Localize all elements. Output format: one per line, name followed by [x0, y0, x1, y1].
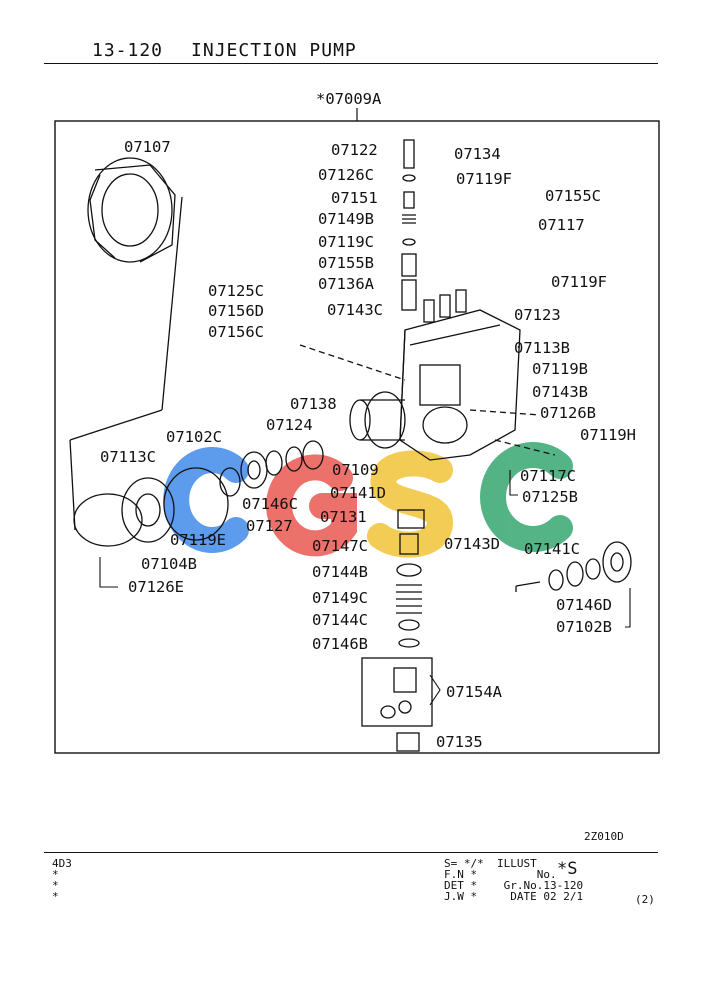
- header-rule: [44, 63, 658, 64]
- drawing-code: 2Z010D: [584, 830, 624, 843]
- part-label-07119e: 07119E: [170, 531, 226, 549]
- part-label-07146b: 07146B: [312, 635, 368, 653]
- footer-right-line: J.W * DATE 02 2/1: [444, 890, 584, 903]
- part-label-07123: 07123: [514, 306, 561, 324]
- assembly-label: *07009A: [316, 90, 382, 108]
- watermark-letter-s: [367, 450, 454, 558]
- footer-right-line: S= */* ILLUST: [444, 857, 537, 870]
- part-label-07146d: 07146D: [556, 596, 612, 614]
- label-brackets: [99, 470, 631, 706]
- gasket-drawing: [73, 493, 143, 547]
- front-housing-drawing: [87, 157, 176, 263]
- footer-rule: [44, 852, 658, 853]
- part-label-07147c: 07147C: [312, 537, 368, 555]
- part-label-07119f: 07119F: [551, 273, 607, 291]
- part-label-07135: 07135: [436, 733, 483, 751]
- part-label-07124: 07124: [266, 416, 313, 434]
- part-label-07117: 07117: [538, 216, 585, 234]
- illust-number: *S: [557, 859, 578, 879]
- page-header: 13-120 INJECTION PUMP: [92, 40, 385, 61]
- part-label-07146c: 07146C: [242, 495, 298, 513]
- part-label-07143c: 07143C: [327, 301, 383, 319]
- part-label-07141c: 07141C: [524, 540, 580, 558]
- delivery-valve-drawing: [401, 139, 417, 311]
- part-label-07119h: 07119H: [580, 426, 636, 444]
- part-label-07149b: 07149B: [318, 210, 374, 228]
- part-label-07127: 07127: [246, 517, 293, 535]
- part-label-07155c: 07155C: [545, 187, 601, 205]
- watermark-letter-c: [163, 447, 249, 553]
- part-label-07125c: 07125C: [208, 282, 264, 300]
- footer-left-line: 4D3: [52, 857, 72, 870]
- footer-right-line: DET * Gr.No.13-120: [444, 879, 584, 892]
- plug-drawing: [396, 732, 420, 752]
- page-number: (2): [635, 893, 655, 906]
- part-label-07117c: 07117C: [520, 467, 576, 485]
- footer-left-line: *: [52, 890, 59, 903]
- cover-drawing: [121, 477, 175, 543]
- right-bearing-drawing: [548, 541, 632, 591]
- part-label-07102c: 07102C: [166, 428, 222, 446]
- part-label-07119c: 07119C: [318, 233, 374, 251]
- footer-right-line: F.N * No.: [444, 868, 557, 881]
- part-label-07144c: 07144C: [312, 611, 368, 629]
- part-label-07134: 07134: [454, 145, 501, 163]
- part-label-07122: 07122: [331, 141, 378, 159]
- part-label-07138: 07138: [290, 395, 337, 413]
- footer-left: 4D3***: [52, 858, 72, 902]
- kit-box-drawing: [361, 657, 433, 727]
- part-label-07102b: 07102B: [556, 618, 612, 636]
- footer-left-line: *: [52, 868, 59, 881]
- part-label-07136a: 07136A: [318, 275, 375, 293]
- part-label-07113c: 07113C: [100, 448, 156, 466]
- part-label-07143b: 07143B: [532, 383, 588, 401]
- delivery-outlets-drawing: [423, 289, 467, 323]
- watermark-logo: [163, 442, 573, 558]
- part-label-07126b: 07126B: [540, 404, 596, 422]
- part-label-07119f: 07119F: [456, 170, 512, 188]
- watermark-letter-c: [480, 442, 573, 552]
- part-label-07113b: 07113B: [514, 339, 570, 357]
- part-labels: 07107 07122 07134 07126C 07119F 07151 07155C 07…: [100, 138, 636, 751]
- governor-parts-drawing: [396, 509, 425, 648]
- section-number: 13-120: [92, 40, 164, 61]
- part-label-07144b: 07144B: [312, 563, 368, 581]
- part-label-07151: 07151: [331, 189, 378, 207]
- ring-drawing: [219, 467, 241, 497]
- part-label-07141d: 07141D: [330, 484, 386, 502]
- part-label-07143d: 07143D: [444, 535, 500, 553]
- part-drawings: [69, 139, 632, 752]
- part-label-07155b: 07155B: [318, 254, 374, 272]
- part-label-07126c: 07126C: [318, 166, 374, 184]
- pump-body-drawing: [349, 309, 521, 461]
- part-label-07125b: 07125B: [522, 488, 578, 506]
- watermark-letter-g: [266, 454, 357, 557]
- part-label-07156d: 07156D: [208, 302, 264, 320]
- page-title: INJECTION PUMP: [191, 40, 357, 61]
- part-label-07104b: 07104B: [141, 555, 197, 573]
- part-label-07119b: 07119B: [532, 360, 588, 378]
- part-label-07156c: 07156C: [208, 323, 264, 341]
- footer-left-line: *: [52, 879, 59, 892]
- part-label-07154a: 07154A: [446, 683, 503, 701]
- part-label-07149c: 07149C: [312, 589, 368, 607]
- part-label-07107: 07107: [124, 138, 171, 156]
- part-label-07131: 07131: [320, 508, 367, 526]
- part-label-07126e: 07126E: [128, 578, 184, 596]
- part-label-07109: 07109: [332, 461, 379, 479]
